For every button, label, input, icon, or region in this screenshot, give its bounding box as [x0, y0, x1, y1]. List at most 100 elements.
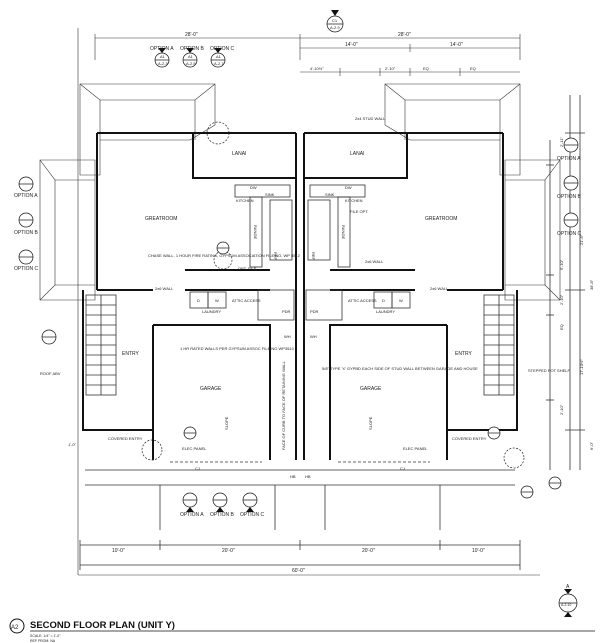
- dim-top-left: 28'-0": [185, 32, 198, 38]
- dim-eq1: EQ: [423, 66, 429, 71]
- hb-right: HB: [305, 474, 311, 479]
- dryer-left: D: [197, 298, 200, 303]
- note-gypbd: 5/8" TYPE 'X' GYPBD EACH SIDE OF STUD WA…: [322, 366, 478, 371]
- room-covered-right: COVERED ENTRY: [452, 436, 487, 441]
- room-attic-left: ATTIC ACCESS: [232, 298, 261, 303]
- pdr-right: PDR: [310, 309, 319, 314]
- option-b-side: OPTION B: [14, 230, 39, 236]
- opt-file-left: OPT. FILE: [238, 266, 257, 271]
- note-elec-right: ELEC PANEL: [403, 446, 428, 451]
- pdr-left: PDR: [282, 309, 291, 314]
- dim-r6: 17'-10½": [579, 359, 584, 375]
- dw-left: DW: [250, 185, 257, 190]
- room-garage-left: GARAGE: [200, 386, 222, 392]
- note-chase-wall: CHASE WALL, 1 HOUR FIRE RATING, GYPSUM A…: [148, 253, 301, 258]
- dim-bottom-1: 10'-0": [112, 548, 125, 554]
- tag-b1-top: A1: [188, 54, 194, 59]
- room-kitchen-right: KITCHEN: [345, 198, 363, 203]
- dim-d2: 2'-10": [385, 66, 396, 71]
- sheet-scale: SCALE: 1/4" = 1'-0": [30, 634, 61, 638]
- note-elec-left: ELEC PANEL: [182, 446, 207, 451]
- room-laundry-left: LAUNDRY: [202, 309, 221, 314]
- sink-left: SINK: [265, 192, 275, 197]
- option-a-bottom: OPTION A: [180, 512, 204, 518]
- range-right: RANGE: [341, 225, 346, 240]
- option-b-bottom: OPTION B: [210, 512, 235, 518]
- tag-c1-sheet: A-2.7: [214, 61, 224, 66]
- dim-r4: 5'-10": [559, 259, 564, 270]
- room-attic-right: ATTIC ACCESS: [348, 298, 377, 303]
- option-c-top: OPTION C: [210, 46, 235, 52]
- dim-r3: 38'-8": [589, 279, 594, 290]
- tag-b1-sheet: A-2.5: [186, 61, 196, 66]
- north-tag: A: [566, 584, 570, 590]
- sheet-title: SECOND FLOOR PLAN (UNIT Y): [30, 620, 175, 631]
- option-c-right: OPTION C: [557, 231, 582, 237]
- wh-left: WH: [284, 334, 291, 339]
- room-lanai-left: LANAI: [232, 151, 246, 157]
- dim-right-half-a: 14'-0": [345, 42, 358, 48]
- room-covered-left: COVERED ENTRY: [108, 436, 143, 441]
- dim-r7: 2'-10": [559, 404, 564, 415]
- room-laundry-right: LAUNDRY: [376, 309, 395, 314]
- slope-right: SLOPE: [368, 416, 373, 430]
- option-c-bottom: OPTION C: [240, 512, 265, 518]
- opt-file-right: FILE OPT.: [350, 209, 368, 214]
- sink-right: SINK: [325, 192, 335, 197]
- option-b-right: OPTION B: [557, 194, 582, 200]
- dim-r5: 2'-10": [559, 294, 564, 305]
- room-greatroom-right: GREATROOM: [425, 216, 457, 222]
- dim-top-right: 28'-0": [398, 32, 411, 38]
- dim-r2: 21'-6": [579, 234, 584, 245]
- room-kitchen-left: KITCHEN: [236, 198, 254, 203]
- option-a-top: OPTION A: [150, 46, 174, 52]
- washer-right: W: [399, 298, 403, 303]
- wh-right: WH: [310, 334, 317, 339]
- note-roof-abv: ROOF ABV: [40, 371, 61, 376]
- tag-a1-sheet: A-2.3: [158, 61, 168, 66]
- washer-left: W: [215, 298, 219, 303]
- note-2x6-right-2: 2x6 WALL: [365, 259, 384, 264]
- dim-eq2: EQ: [470, 66, 476, 71]
- dim-r1: 2'-11": [559, 137, 564, 147]
- dryer-right: D: [382, 298, 385, 303]
- dim-l1: 1'-0": [68, 442, 77, 447]
- ref-left: REF: [273, 252, 278, 261]
- note-fire-walls: 1 HR RATED WALLS PER GYPSUM ASSOC FILE N…: [180, 346, 295, 351]
- hb-left: HB: [290, 474, 296, 479]
- cj-left: CJ: [195, 466, 200, 471]
- room-lanai-right: LANAI: [350, 151, 364, 157]
- tag-a1-top: A1: [160, 54, 166, 59]
- dim-eq: EQ: [559, 324, 564, 330]
- option-c-side: OPTION C: [14, 266, 39, 272]
- option-a-side: OPTION A: [14, 193, 38, 199]
- dim-bottom-2: 20'-0": [222, 548, 235, 554]
- sheet-ref: REF FROM: NA: [30, 639, 56, 643]
- dim-bottom-3: 20'-0": [362, 548, 375, 554]
- option-a-right: OPTION A: [557, 156, 581, 162]
- room-entry-left: ENTRY: [122, 351, 140, 357]
- dim-right-half-b: 14'-0": [450, 42, 463, 48]
- note-2x6-right: 2x6 WALL: [430, 286, 449, 291]
- room-entry-right: ENTRY: [455, 351, 473, 357]
- ref-right: REF: [311, 252, 316, 261]
- tag-top-sheet: A-2.9: [330, 25, 340, 30]
- option-b-top: OPTION B: [180, 46, 205, 52]
- dim-bottom-overall: 60'-0": [292, 568, 305, 574]
- room-greatroom-left: GREATROOM: [145, 216, 177, 222]
- dim-r8: 6'-0": [589, 441, 594, 450]
- dw-right: DW: [345, 185, 352, 190]
- note-face-of-curb: FACE OF CURB TO FACE OF RETAINING WALL: [281, 360, 286, 450]
- tag-c1-top: A1: [216, 54, 222, 59]
- note-stud-wall: 2x4 STUD WALL: [355, 116, 386, 121]
- cj-right: CJ: [400, 466, 405, 471]
- sheet-id: A2: [11, 625, 19, 631]
- slope-left: SLOPE: [224, 416, 229, 430]
- room-garage-right: GARAGE: [360, 386, 382, 392]
- note-stepped-pot-shelf: STEPPED POT SHELF: [528, 368, 570, 373]
- sheet-tag-center: A-2.10: [561, 603, 571, 607]
- tag-top-c1: C1: [332, 18, 338, 23]
- range-left: RANGE: [253, 225, 258, 240]
- note-2x6-left: 2x6 WALL: [155, 286, 174, 291]
